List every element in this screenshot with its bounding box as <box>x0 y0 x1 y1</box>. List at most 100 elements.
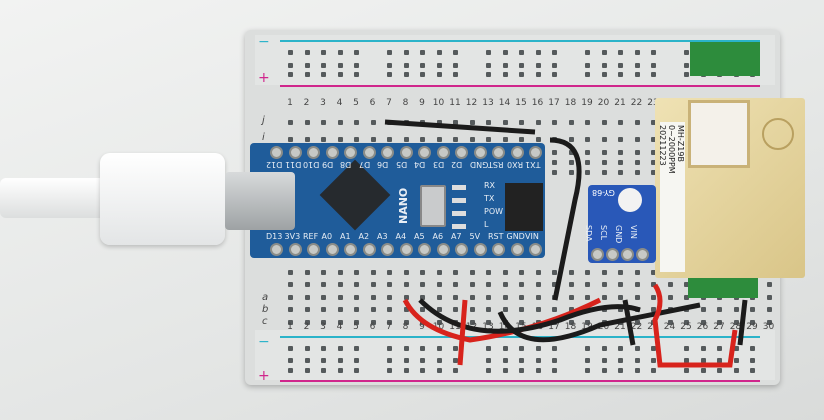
breadboard-hole <box>667 295 673 300</box>
rail-hole <box>486 63 491 68</box>
breadboard-hole <box>403 320 409 325</box>
rail-hole <box>420 358 425 363</box>
rail-hole <box>700 368 706 373</box>
nano-pin-label: A7 <box>451 232 462 241</box>
rail-hole <box>717 358 722 363</box>
breadboard-hole <box>403 295 409 300</box>
breadboard-hole <box>288 307 293 312</box>
rail-hole <box>403 368 409 373</box>
rail-hole <box>420 368 425 373</box>
breadboard-hole <box>585 320 590 325</box>
reset-button[interactable] <box>420 185 446 227</box>
black-wire <box>737 299 748 346</box>
rail-hole <box>552 368 557 373</box>
breadboard-hole <box>387 320 392 325</box>
breadboard-hole <box>750 307 755 312</box>
rail-minus-label: − <box>258 34 270 50</box>
breadboard-hole <box>568 160 574 165</box>
breadboard-hole <box>337 137 343 142</box>
breadboard-hole <box>568 320 574 325</box>
breadboard-hole <box>601 170 607 175</box>
breadboard-hole <box>354 307 359 312</box>
rail-hole <box>453 50 458 55</box>
nano-pin-label: A1 <box>340 232 351 241</box>
breadboard-hole <box>651 295 656 300</box>
rail-hole <box>354 346 359 351</box>
nano-pin <box>307 243 320 256</box>
breadboard-hole <box>337 270 343 275</box>
rail-hole <box>304 72 310 77</box>
rail-hole <box>601 346 607 351</box>
breadboard-hole <box>304 295 310 300</box>
breadboard-hole <box>535 137 541 142</box>
column-number: 30 <box>762 322 775 332</box>
rail-hole <box>354 368 359 373</box>
breadboard-hole <box>321 120 326 125</box>
black-wire <box>418 298 641 334</box>
breadboard-hole <box>601 160 607 165</box>
rail-hole <box>502 346 508 351</box>
rail-hole <box>436 346 442 351</box>
breadboard-hole <box>519 137 524 142</box>
breadboard-hole <box>453 120 458 125</box>
breadboard-hole <box>403 282 409 287</box>
column-number: 18 <box>564 98 577 108</box>
breadboard-hole <box>304 120 310 125</box>
rail-hole <box>502 50 508 55</box>
rail-hole <box>717 346 722 351</box>
breadboard-hole <box>354 270 359 275</box>
breadboard-hole <box>634 270 640 275</box>
rail-hole <box>486 50 491 55</box>
column-number: 24 <box>663 322 676 332</box>
breadboard-hole <box>502 270 508 275</box>
nano-pin <box>362 243 376 256</box>
breadboard-hole <box>667 320 673 325</box>
led-label: L <box>484 220 489 229</box>
breadboard-hole <box>535 270 541 275</box>
breadboard-hole <box>585 170 590 175</box>
rail-hole <box>288 50 293 55</box>
rail-hole <box>535 346 541 351</box>
nano-pin <box>381 243 394 256</box>
breadboard-hole <box>288 270 293 275</box>
column-number: 19 <box>581 98 593 108</box>
nano-pin-label: A6 <box>432 232 444 241</box>
breadboard-hole <box>634 150 640 155</box>
column-number: 6 <box>369 322 376 332</box>
rail-hole <box>354 72 359 77</box>
breadboard-hole <box>420 295 425 300</box>
rail-hole <box>601 368 607 373</box>
rail-minus-label: − <box>258 334 270 350</box>
breadboard-hole <box>519 282 524 287</box>
row-letter: j <box>262 115 265 126</box>
breadboard-hole <box>634 295 640 300</box>
rail-hole <box>453 346 458 351</box>
breadboard-hole <box>420 307 425 312</box>
rail-hole <box>552 63 557 68</box>
black-wire <box>622 299 636 346</box>
column-number: 7 <box>386 322 392 332</box>
column-number: 28 <box>729 322 742 332</box>
breadboard-hole <box>453 282 458 287</box>
breadboard-hole <box>337 120 343 125</box>
breadboard-hole <box>502 137 508 142</box>
column-number: 9 <box>419 322 425 332</box>
rail-hole <box>453 72 458 77</box>
breadboard-hole <box>436 295 442 300</box>
rail-hole <box>288 358 293 363</box>
usb-c-port <box>225 172 295 230</box>
breadboard-hole <box>436 137 442 142</box>
breadboard-hole <box>321 137 326 142</box>
breadboard-hole <box>370 137 376 142</box>
column-number: 11 <box>449 322 461 332</box>
breadboard-hole <box>519 295 524 300</box>
nano-pin-label: D13 <box>266 232 283 241</box>
breadboard-hole <box>552 150 557 155</box>
nano-pin-label: 3V3 <box>284 232 301 241</box>
breadboard-hole <box>585 150 590 155</box>
breadboard-hole <box>667 282 673 287</box>
breadboard-hole <box>766 307 772 312</box>
rail-hole <box>337 346 343 351</box>
column-number: 14 <box>498 322 511 332</box>
